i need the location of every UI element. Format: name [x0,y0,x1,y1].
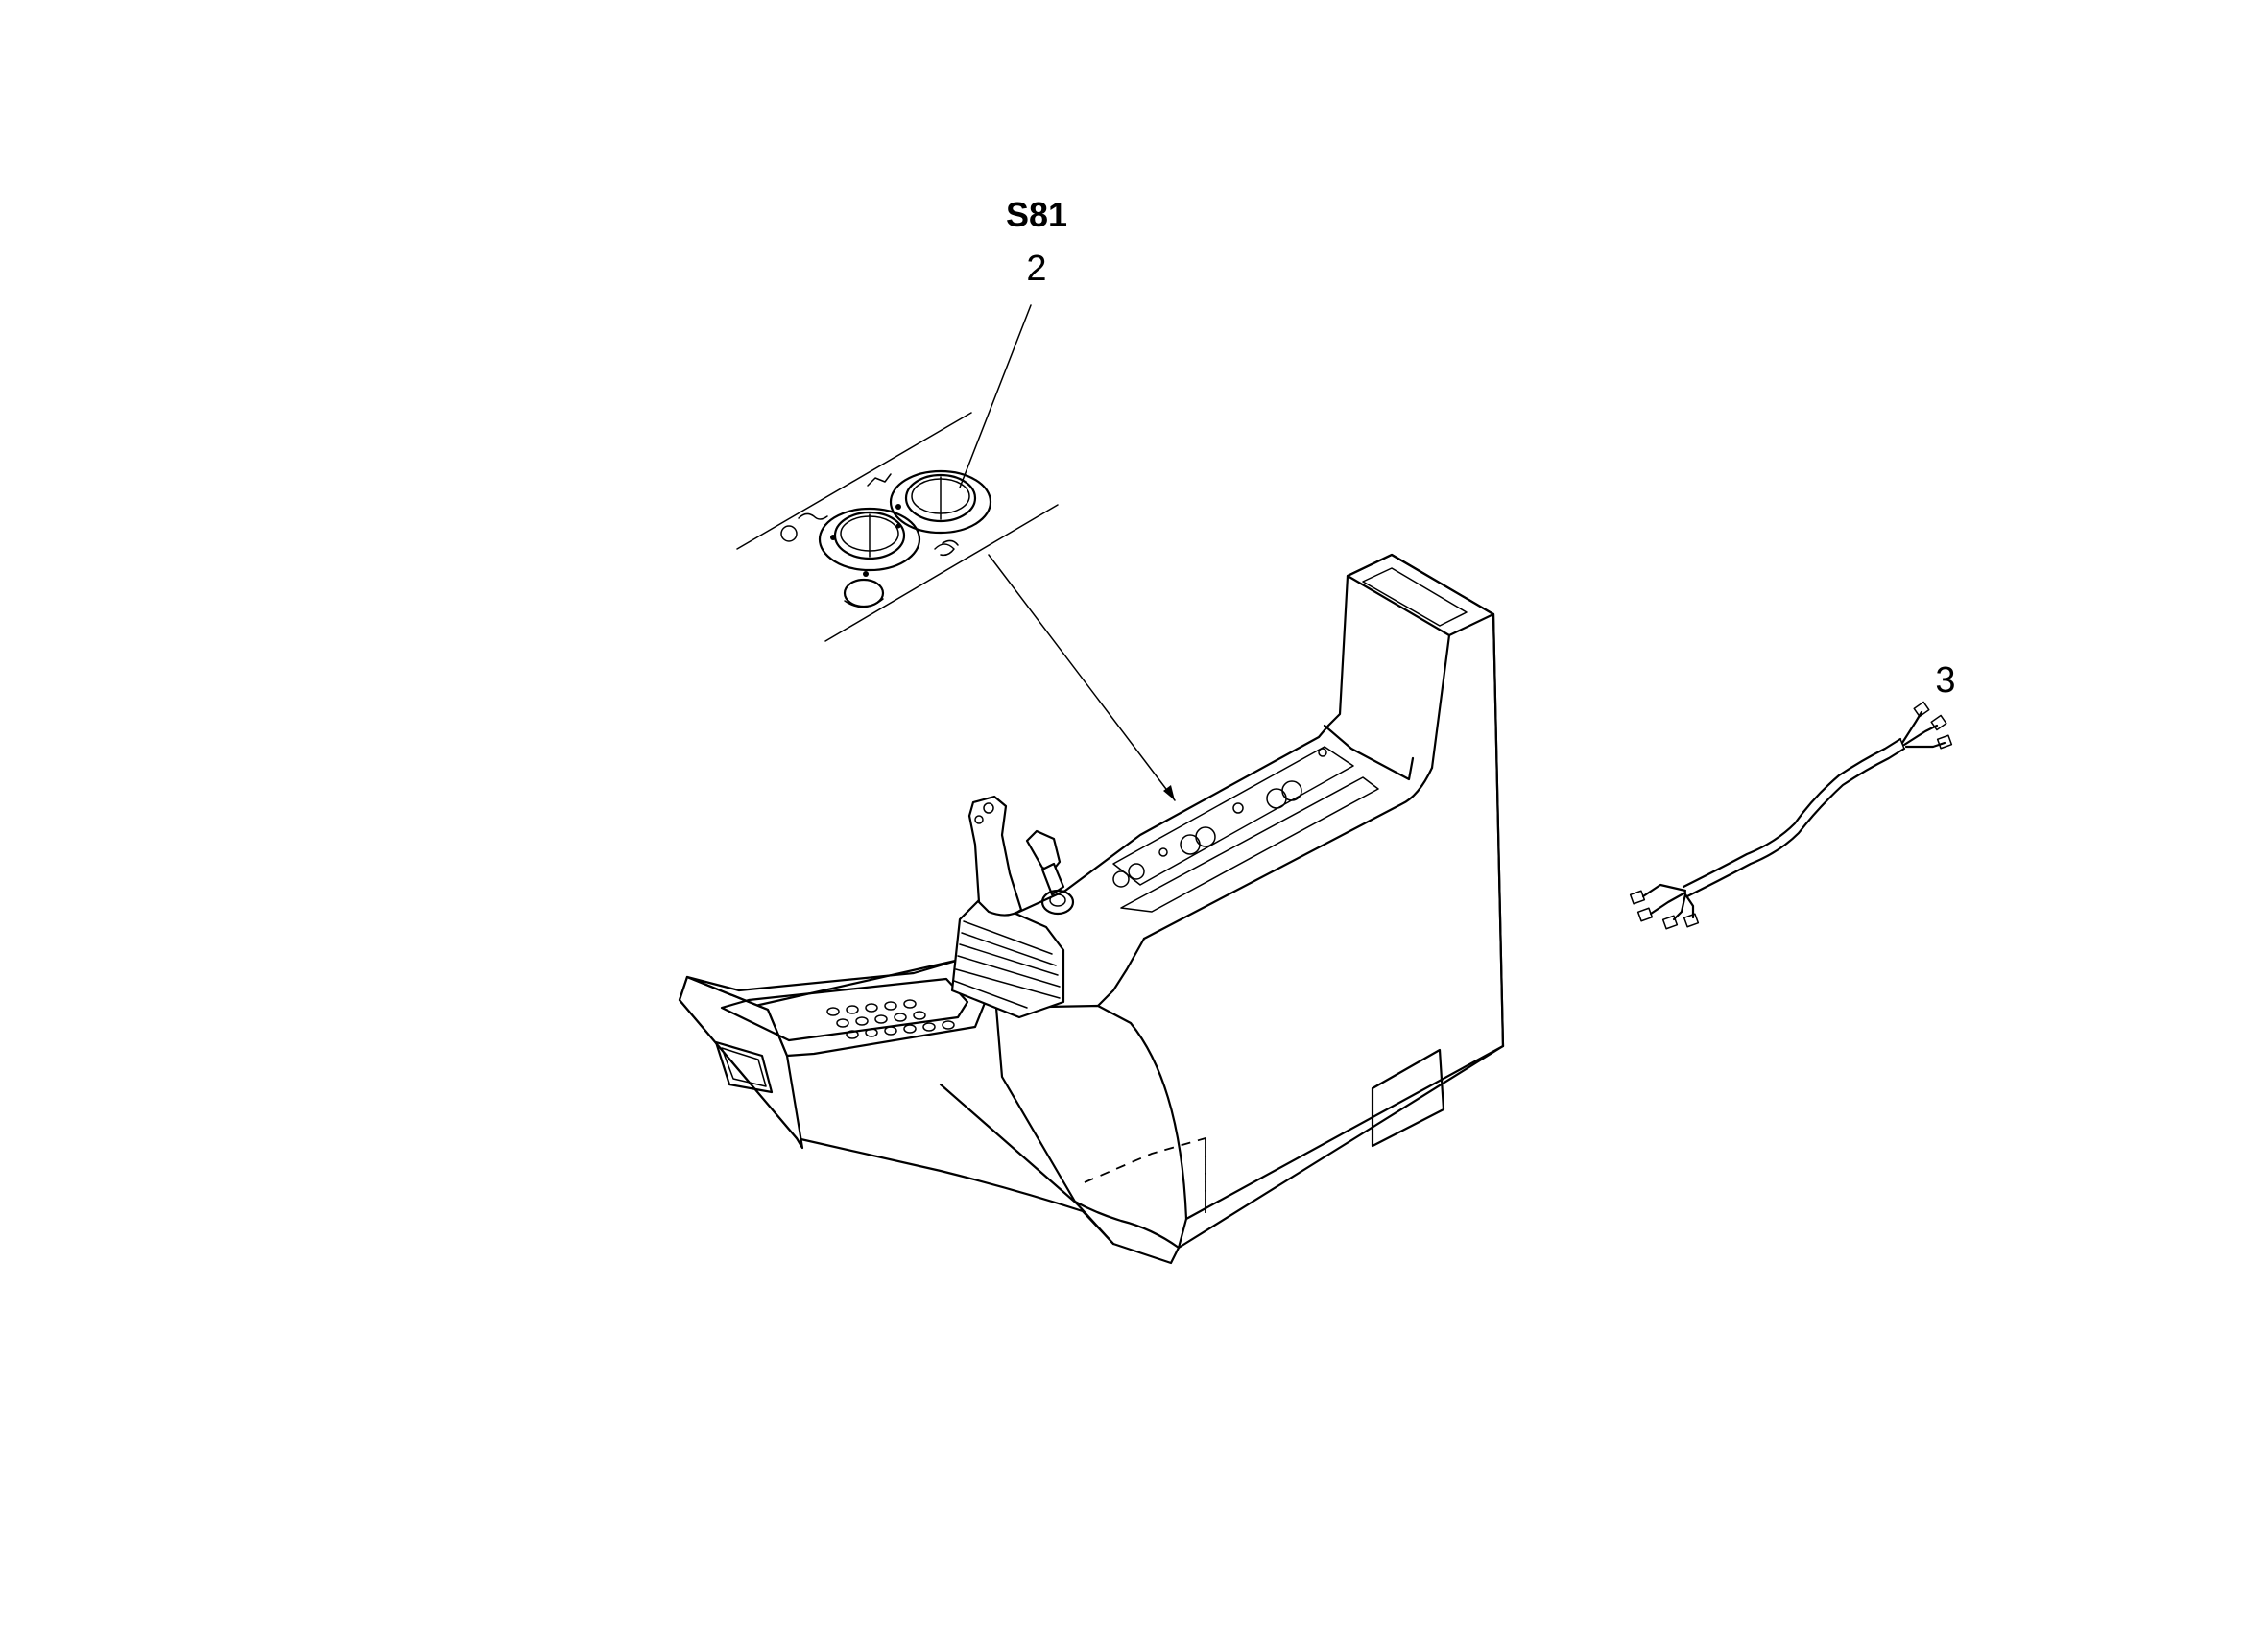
joystick [950,795,1065,1019]
footrest-grip-holes [826,999,955,1039]
switch-code-label: S81 [1006,195,1067,234]
switch-item-number: 2 [1026,249,1046,289]
wiring-harness [1629,701,1953,930]
detail-arrow [988,554,1176,801]
switch-detail-view [736,412,1059,642]
control-lever [1025,829,1075,916]
switch-leader-line [959,304,1032,488]
operator-console [678,553,1505,1265]
harness-item-number: 3 [1935,660,1955,701]
